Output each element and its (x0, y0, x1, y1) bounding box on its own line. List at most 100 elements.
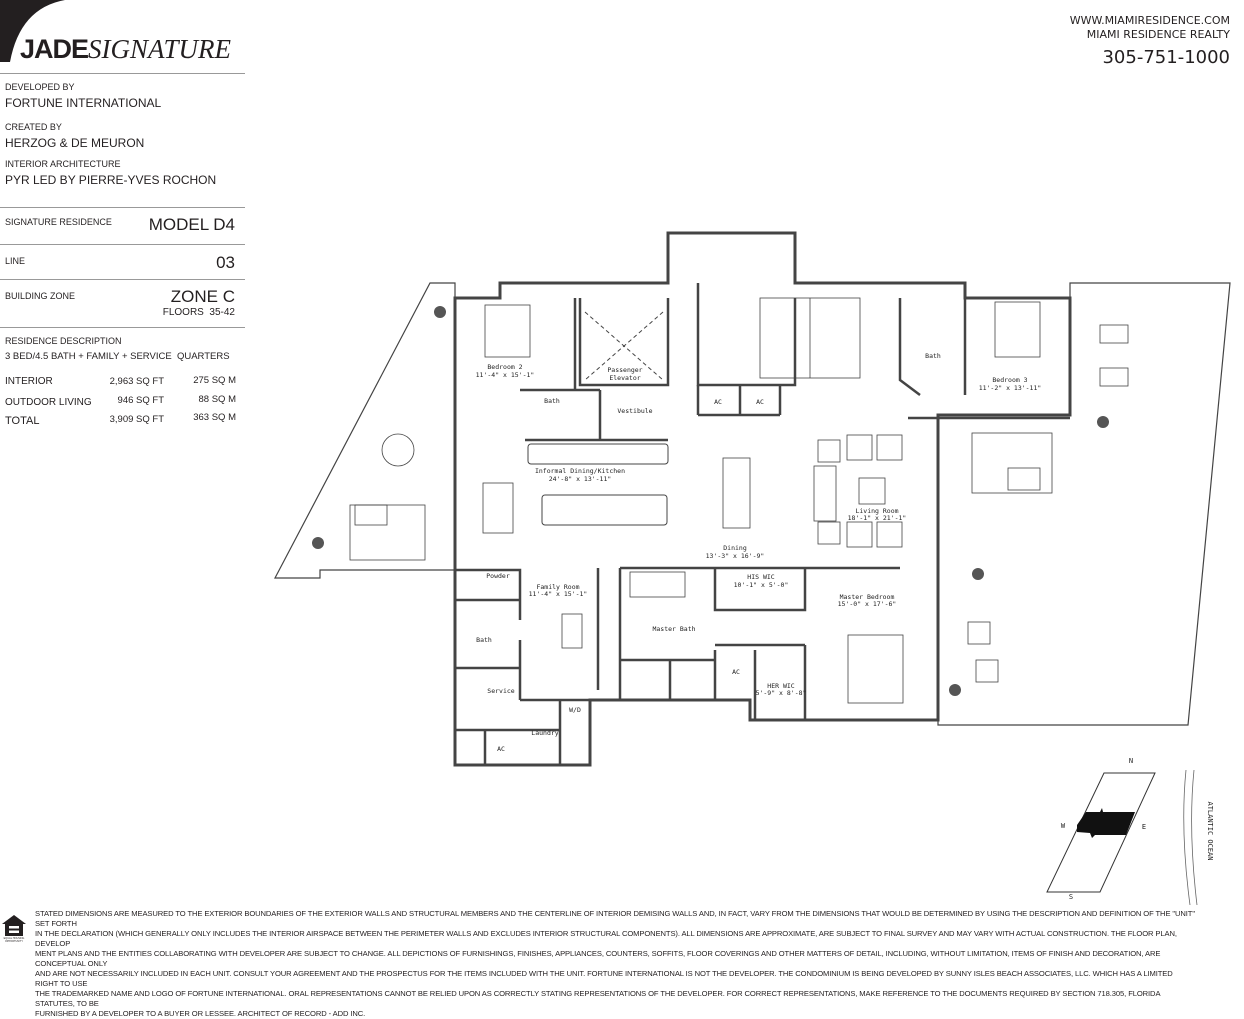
outdoor-label: OUTDOOR LIVING (5, 397, 92, 408)
room-label: Bedroom 3 (992, 376, 1027, 384)
floor-plan: Bedroom 2 11'-4" x 15'-1" Passenger Elev… (274, 231, 1231, 906)
room-label: Passenger (607, 366, 642, 374)
room-label: Family Room (536, 583, 579, 591)
unit-location-marker (1077, 808, 1135, 838)
phone-number[interactable]: 305-751-1000 (1102, 47, 1230, 68)
armchair (846, 521, 873, 548)
armchair (817, 521, 841, 545)
legal-disclaimer: STATED DIMENSIONS ARE MEASURED TO THE EX… (35, 909, 1195, 1019)
developer-value: FORTUNE INTERNATIONAL (5, 96, 162, 110)
interior-sqft: 2,963 SQ FT (109, 376, 164, 387)
bed-bedroom3 (994, 301, 1041, 358)
room-label: Bath (476, 636, 492, 644)
terrace-sofa (349, 504, 426, 561)
family-ottoman (561, 613, 583, 649)
room-label: Master Bedroom (840, 593, 895, 601)
lounge-chair (975, 659, 999, 683)
room-label: Vestibule (617, 407, 652, 415)
interior-walls (455, 283, 1070, 765)
disclaimer-line: MENT PLANS AND THE ENTITIES COLLABORATIN… (35, 949, 1161, 968)
disclaimer-line: FURNISHED BY A DEVELOPER TO A BUYER OR L… (35, 1009, 366, 1018)
room-label: Bath (544, 397, 560, 405)
room-label: Bedroom 2 (487, 363, 522, 371)
zone-value: ZONE C (170, 287, 235, 306)
room-label: AC (497, 745, 505, 753)
total-label: TOTAL (5, 415, 40, 427)
model-value: MODEL D4 (148, 215, 235, 234)
east-terrace-outline (937, 282, 1231, 726)
room-label: W/D (569, 706, 581, 714)
creator-value: HERZOG & DE MEURON (5, 136, 145, 150)
coffee-table (858, 477, 886, 505)
room-dimensions: 18'-1" x 21'-1" (848, 514, 907, 522)
terrace-table (354, 504, 388, 526)
floors-value: FLOORS 35-42 (162, 307, 235, 318)
kitchen-counter (527, 443, 669, 465)
unit-outline (453, 231, 1072, 767)
room-label: Bath (925, 352, 941, 360)
creator-label: CREATED BY (5, 122, 62, 132)
ocean-label: ATLANTIC OCEAN (1206, 801, 1214, 860)
plant-icon (972, 568, 984, 580)
outdoor-sqm: 88 SQ M (198, 394, 237, 405)
room-dimensions: 11'-4" x 15'-1" (476, 371, 535, 379)
room-label: Service (487, 687, 514, 695)
website-link[interactable]: WWW.MIAMIRESIDENCE.COM (1069, 14, 1230, 27)
room-label: AC (714, 398, 722, 406)
jade-signature-logo: JADESIGNATURE (20, 34, 232, 64)
armchair (876, 521, 903, 548)
key-plan: N W E S ATLANTIC OCEAN (1046, 757, 1214, 906)
plant-icon (312, 537, 324, 549)
room-label: Living Room (855, 507, 898, 515)
room-label: Elevator (609, 374, 640, 382)
room-label: AC (756, 398, 764, 406)
kitchen-island (541, 494, 668, 526)
room-label: Informal Dining/Kitchen (535, 467, 625, 475)
room-label: Dining (723, 544, 747, 552)
divider (0, 207, 245, 208)
room-label: Powder (486, 572, 510, 580)
room-dimensions: 15'-0" x 17'-6" (838, 600, 897, 608)
disclaimer-line: STATED DIMENSIONS ARE MEASURED TO THE EX… (35, 909, 1195, 928)
lounge-chair (1099, 324, 1129, 344)
interior-sqm: 275 SQ M (193, 375, 236, 386)
shoreline (1183, 769, 1198, 906)
west-terrace-outline (274, 282, 456, 579)
total-sqft: 3,909 SQ FT (109, 414, 164, 425)
bed-bedroom2 (484, 304, 531, 358)
developer-label: DEVELOPED BY (5, 82, 75, 92)
plant-icon (434, 306, 446, 318)
compass-north: N (1129, 757, 1133, 765)
room-dimensions: 24'-8" x 13'-11" (549, 475, 612, 483)
description-value: 3 BED/4.5 BATH + FAMILY + SERVICE QUARTE… (5, 351, 230, 362)
armchair (817, 439, 841, 463)
room-dimensions: 10'-1" x 5'-0" (734, 581, 789, 589)
room-label: AC (732, 668, 740, 676)
compass-east: E (1142, 823, 1146, 831)
divider (0, 73, 245, 74)
interior-architecture-value: PYR LED BY PIERRE-YVES ROCHON (5, 173, 217, 187)
east-terrace-table (1007, 467, 1041, 491)
compass-south: S (1069, 893, 1073, 901)
elevator-shaft (584, 311, 664, 381)
planters (312, 306, 1109, 696)
plant-icon (1097, 416, 1109, 428)
room-label: HER WIC (767, 682, 794, 690)
equal-housing-text: EQUAL HOUSING OPPORTUNITY (3, 937, 25, 943)
room-dimensions: 11'-2" x 13'-11" (979, 384, 1042, 392)
residence-label: SIGNATURE RESIDENCE (5, 217, 112, 227)
dining-table (722, 457, 751, 529)
disclaimer-line: AND ARE NOT NECESSARILY INCLUDED IN EACH… (35, 969, 1173, 988)
east-terrace-sofa (971, 432, 1053, 494)
interior-label: INTERIOR (5, 376, 53, 387)
round-terrace-table (381, 433, 415, 467)
divider (0, 279, 245, 280)
room-label: Laundry (531, 729, 558, 737)
armchair (846, 434, 873, 461)
line-value: 03 (216, 253, 235, 272)
lounge-chair (1099, 367, 1129, 387)
armchair (876, 434, 903, 461)
divider (0, 327, 245, 328)
plant-icon (949, 684, 961, 696)
disclaimer-line: IN THE DECLARATION (WHICH GENERALLY ONLY… (35, 929, 1177, 948)
